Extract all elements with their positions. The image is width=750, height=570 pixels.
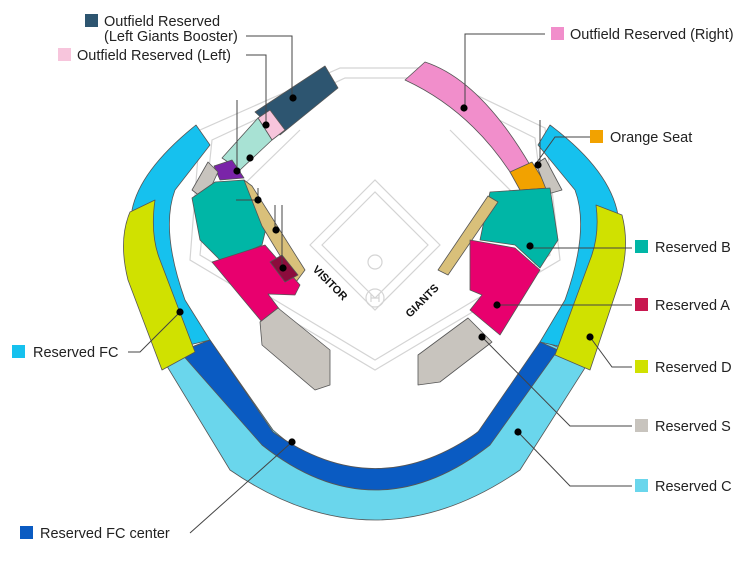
section-reserved-d-left[interactable] — [123, 199, 196, 371]
legend-swatch-reserved-c — [635, 479, 648, 492]
legend-outfield-left-booster-line1: Outfield Reserved — [104, 14, 220, 30]
section-outfield-right[interactable] — [404, 61, 531, 176]
legend-reserved-c: Reserved C — [655, 479, 732, 495]
legend: Outfield Reserved (Left Giants Booster) … — [12, 14, 734, 542]
legend-swatch-outfield-left-booster — [85, 14, 98, 27]
giants-dugout-label: GIANTS — [404, 282, 442, 320]
section-reserved-a-right[interactable] — [469, 239, 541, 336]
legend-reserved-b: Reserved B — [655, 240, 731, 256]
legend-swatch-reserved-fc — [12, 345, 25, 358]
section-reserved-fc-center[interactable] — [179, 339, 559, 491]
legend-outfield-left: Outfield Reserved (Left) — [77, 48, 231, 64]
legend-swatch-outfield-left — [58, 48, 71, 61]
legend-reserved-fc-center: Reserved FC center — [40, 526, 170, 542]
legend-outfield-left-booster-line2: (Left Giants Booster) — [104, 29, 238, 45]
legend-swatch-outfield-right — [551, 27, 564, 40]
legend-reserved-d: Reserved D — [655, 360, 732, 376]
section-grey-right-top[interactable] — [535, 157, 563, 195]
section-reserved-s-right[interactable] — [417, 317, 493, 386]
legend-swatch-reserved-s — [635, 419, 648, 432]
legend-orange: Orange Seat — [610, 130, 692, 146]
legend-swatch-reserved-d — [635, 360, 648, 373]
legend-reserved-a: Reserved A — [655, 298, 730, 314]
legend-swatch-orange — [590, 130, 603, 143]
section-infield-right-tan[interactable] — [437, 195, 499, 276]
section-purple[interactable] — [213, 159, 245, 181]
legend-outfield-right: Outfield Reserved (Right) — [570, 27, 734, 43]
section-reserved-d-right[interactable] — [554, 204, 626, 371]
legend-swatch-reserved-fc-center — [20, 526, 33, 539]
section-reserved-s-left[interactable] — [259, 307, 331, 391]
legend-reserved-s: Reserved S — [655, 419, 731, 435]
legend-reserved-fc: Reserved FC — [33, 345, 118, 361]
section-markers — [176, 94, 594, 446]
visitor-dugout-label: VISITOR — [310, 264, 350, 304]
legend-swatch-reserved-a — [635, 298, 648, 311]
leader-lines — [128, 33, 632, 534]
legend-swatch-reserved-b — [635, 240, 648, 253]
